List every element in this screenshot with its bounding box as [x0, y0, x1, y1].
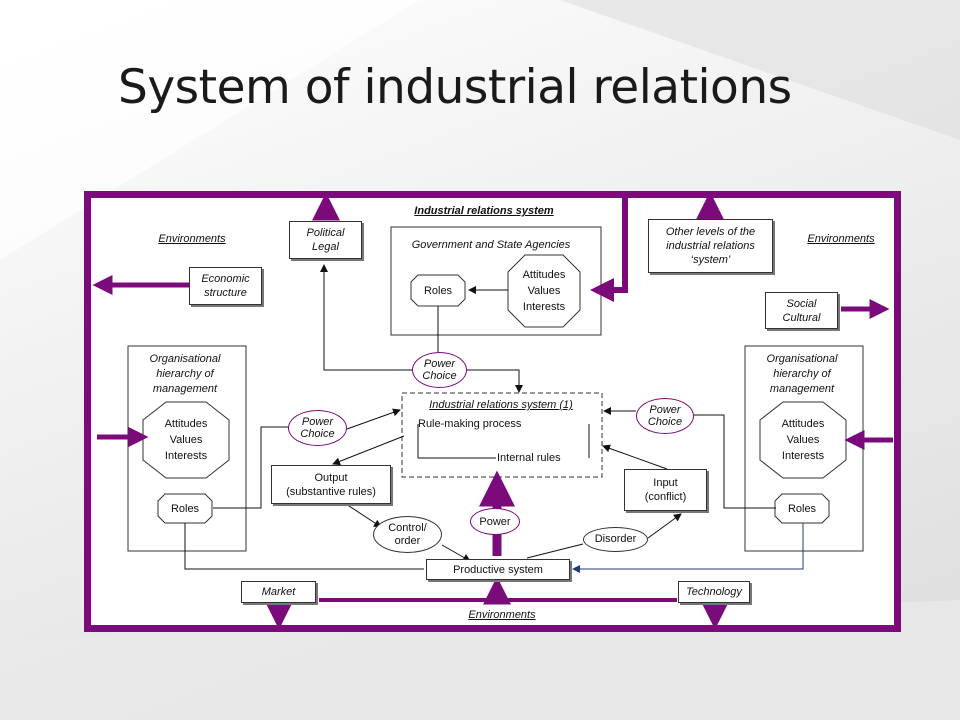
- input-sub-label: (conflict): [644, 491, 687, 503]
- other-levels-box: Other levels of the industrial relations…: [648, 219, 773, 273]
- gov-values: Values: [527, 285, 561, 297]
- social-label: Social: [786, 297, 817, 310]
- economic-label: Economic: [201, 273, 250, 285]
- government-label: Government and State Agencies: [411, 239, 571, 251]
- choice-left-label: Choice: [300, 428, 335, 440]
- right-values: Values: [786, 434, 820, 446]
- output-label: Output: [314, 471, 348, 484]
- gov-roles-text: Roles: [423, 284, 453, 297]
- other-levels-line-3: ‘system’: [690, 254, 731, 266]
- choice-right-label: Choice: [647, 416, 683, 428]
- environments-label-top-left: Environments: [158, 233, 226, 245]
- right-attitudes-octagon: [759, 401, 847, 479]
- slide-title: System of industrial relations: [118, 60, 792, 115]
- gov-attitudes-octagon: [507, 254, 581, 328]
- power-choice-right: Power Choice: [636, 398, 694, 434]
- right-org-line-2: hierarchy of: [773, 368, 831, 380]
- left-roles-octagon: [157, 493, 213, 524]
- political-legal-box: Political Legal: [289, 221, 362, 259]
- left-org-label: Organisational hierarchy of management: [128, 352, 242, 397]
- power-top-label: Power: [423, 358, 456, 370]
- environments-label-top-right: Environments: [807, 233, 875, 245]
- power-choice-left: Power Choice: [288, 410, 347, 446]
- rule-making-label: Rule-making process: [418, 418, 522, 430]
- economic-structure-box: Economic structure: [189, 267, 262, 305]
- right-interests: Interests: [781, 450, 825, 462]
- right-attitudes: Attitudes: [781, 418, 825, 430]
- left-org-line-2: hierarchy of: [156, 368, 214, 380]
- left-attitudes: Attitudes: [164, 418, 208, 430]
- environments-label-bottom: Environments: [468, 609, 536, 621]
- left-attitudes-text: Attitudes Values Interests: [143, 402, 229, 478]
- cultural-label: Cultural: [782, 311, 821, 324]
- output-sub-label: (substantive rules): [286, 485, 376, 498]
- frame-title: Industrial relations system: [414, 205, 554, 217]
- left-org-line-3: management: [152, 383, 218, 395]
- control-order-ellipse: Control/ order: [373, 516, 442, 553]
- power-choice-top: Power Choice: [412, 352, 467, 388]
- input-box: Input (conflict): [624, 469, 707, 511]
- power-left-label: Power: [301, 416, 334, 428]
- choice-top-label: Choice: [422, 370, 457, 382]
- right-org-line-3: management: [769, 383, 835, 395]
- left-values: Values: [169, 434, 203, 446]
- gov-attitudes-text: Attitudes Values Interests: [508, 255, 580, 327]
- gov-attitudes: Attitudes: [522, 269, 566, 281]
- technology-box: Technology: [678, 581, 750, 603]
- right-attitudes-text: Attitudes Values Interests: [760, 402, 846, 478]
- right-org-line-1: Organisational: [766, 353, 838, 365]
- market-box: Market: [241, 581, 316, 603]
- political-label: Political: [306, 227, 345, 239]
- left-org-line-1: Organisational: [149, 353, 221, 365]
- disorder-ellipse: Disorder: [583, 527, 648, 552]
- social-cultural-box: Social Cultural: [765, 292, 838, 329]
- gov-interests: Interests: [522, 301, 566, 313]
- legal-label: Legal: [312, 241, 339, 253]
- left-roles-text: Roles: [170, 502, 200, 515]
- right-roles-octagon: [774, 493, 830, 524]
- other-levels-line-2: industrial relations: [666, 240, 755, 252]
- order-label: order: [394, 534, 421, 547]
- right-roles-text: Roles: [787, 502, 817, 515]
- gov-roles-octagon: [410, 274, 466, 307]
- ir-subsystem-label: Industrial relations system (1): [429, 399, 573, 411]
- control-label: Control/: [388, 521, 427, 534]
- left-org-panel: [127, 345, 247, 552]
- right-org-label: Organisational hierarchy of management: [745, 352, 859, 397]
- power-ellipse: Power: [470, 508, 520, 535]
- other-levels-line-1: Other levels of the: [665, 226, 756, 238]
- productive-system-box: Productive system: [426, 559, 570, 580]
- input-label: Input: [653, 477, 678, 489]
- power-right-label: Power: [649, 404, 681, 416]
- left-interests: Interests: [164, 450, 208, 462]
- structure-label: structure: [204, 287, 247, 299]
- output-box: Output (substantive rules): [271, 465, 391, 504]
- internal-rules-label: Internal rules: [497, 452, 561, 464]
